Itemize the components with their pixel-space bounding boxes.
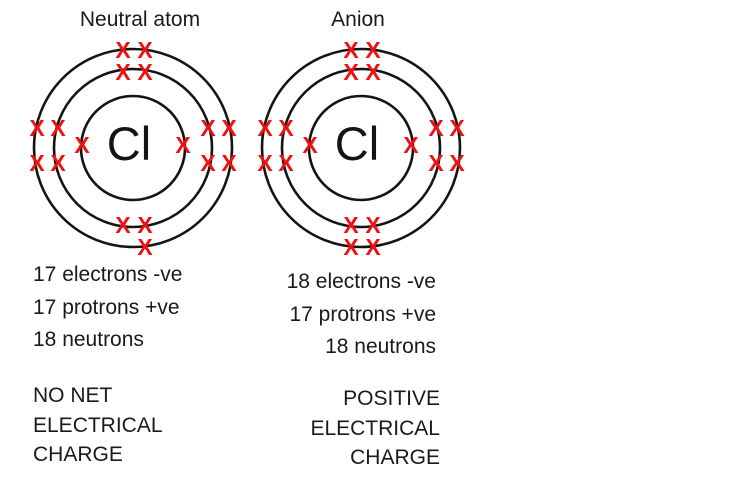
electron-x-marker: X	[365, 59, 381, 85]
charge-line: CHARGE	[33, 443, 123, 466]
electron-shell	[280, 67, 442, 229]
charge-label-neutral: NO NET ELECTRICAL CHARGE	[33, 381, 163, 470]
stat-line: 17 protrons +ve	[33, 295, 180, 319]
electron-x-marker: X	[137, 59, 153, 85]
electron-x-marker: X	[115, 59, 131, 85]
electron-x-marker: X	[221, 150, 237, 176]
charge-line: NO NET	[33, 384, 113, 407]
diagram-title-anion: Anion	[331, 8, 385, 31]
electron-x-marker: X	[449, 150, 465, 176]
element-symbol: Cl	[335, 117, 379, 170]
electron-x-marker: X	[115, 38, 131, 63]
charge-label-anion: POSITIVE ELECTRICAL CHARGE	[310, 384, 440, 473]
electron-x-marker: X	[200, 150, 216, 176]
electron-shell	[260, 47, 462, 249]
electron-x-marker: X	[50, 150, 66, 176]
electron-x-marker: X	[365, 234, 381, 258]
electron-x-marker: X	[428, 115, 444, 141]
electron-shell	[32, 47, 234, 249]
stat-line: 17 electrons -ve	[33, 263, 183, 286]
electron-shell	[52, 67, 214, 229]
diagram-title-neutral: Neutral atom	[79, 8, 201, 31]
electron-x-marker: X	[343, 59, 359, 85]
electron-x-marker: X	[365, 38, 381, 63]
electron-x-marker: X	[137, 234, 153, 258]
electron-x-marker: X	[74, 132, 90, 158]
charge-line: ELECTRICAL	[33, 413, 163, 437]
stat-line: 18 neutrons	[325, 335, 436, 358]
electron-x-marker: X	[137, 38, 153, 63]
electron-x-marker: X	[365, 212, 381, 238]
electron-shell	[307, 94, 415, 202]
electron-x-marker: X	[115, 212, 131, 238]
charge-line: POSITIVE	[343, 387, 440, 410]
electron-shell	[79, 94, 187, 202]
electron-x-marker: X	[175, 132, 191, 158]
electron-x-marker: X	[403, 132, 419, 158]
electron-x-marker: X	[221, 115, 237, 141]
electron-x-marker: X	[343, 234, 359, 258]
element-symbol: Cl	[107, 117, 151, 170]
electron-x-marker: X	[449, 115, 465, 141]
particle-stats-neutral: 17 electrons -ve 17 protrons +ve 18 neut…	[33, 259, 182, 357]
electron-x-marker: X	[257, 115, 273, 141]
charge-line: CHARGE	[350, 446, 440, 469]
electron-x-marker: X	[278, 150, 294, 176]
stat-line: 18 electrons -ve	[286, 270, 436, 293]
stat-line: 18 neutrons	[33, 328, 144, 351]
electron-x-marker: X	[29, 115, 45, 141]
electron-x-marker: X	[343, 38, 359, 63]
electron-x-marker: X	[200, 115, 216, 141]
charge-line: ELECTRICAL	[310, 416, 440, 440]
electron-x-marker: X	[343, 212, 359, 238]
electron-x-marker: X	[302, 132, 318, 158]
stat-line: 17 protrons +ve	[289, 302, 436, 326]
electron-x-marker: X	[257, 150, 273, 176]
electron-x-marker: X	[50, 115, 66, 141]
electron-x-marker: X	[137, 212, 153, 238]
electron-x-marker: X	[29, 150, 45, 176]
electron-x-marker: X	[428, 150, 444, 176]
electron-x-marker: X	[278, 115, 294, 141]
particle-stats-anion: 18 electrons -ve 17 protrons +ve 18 neut…	[287, 266, 436, 364]
